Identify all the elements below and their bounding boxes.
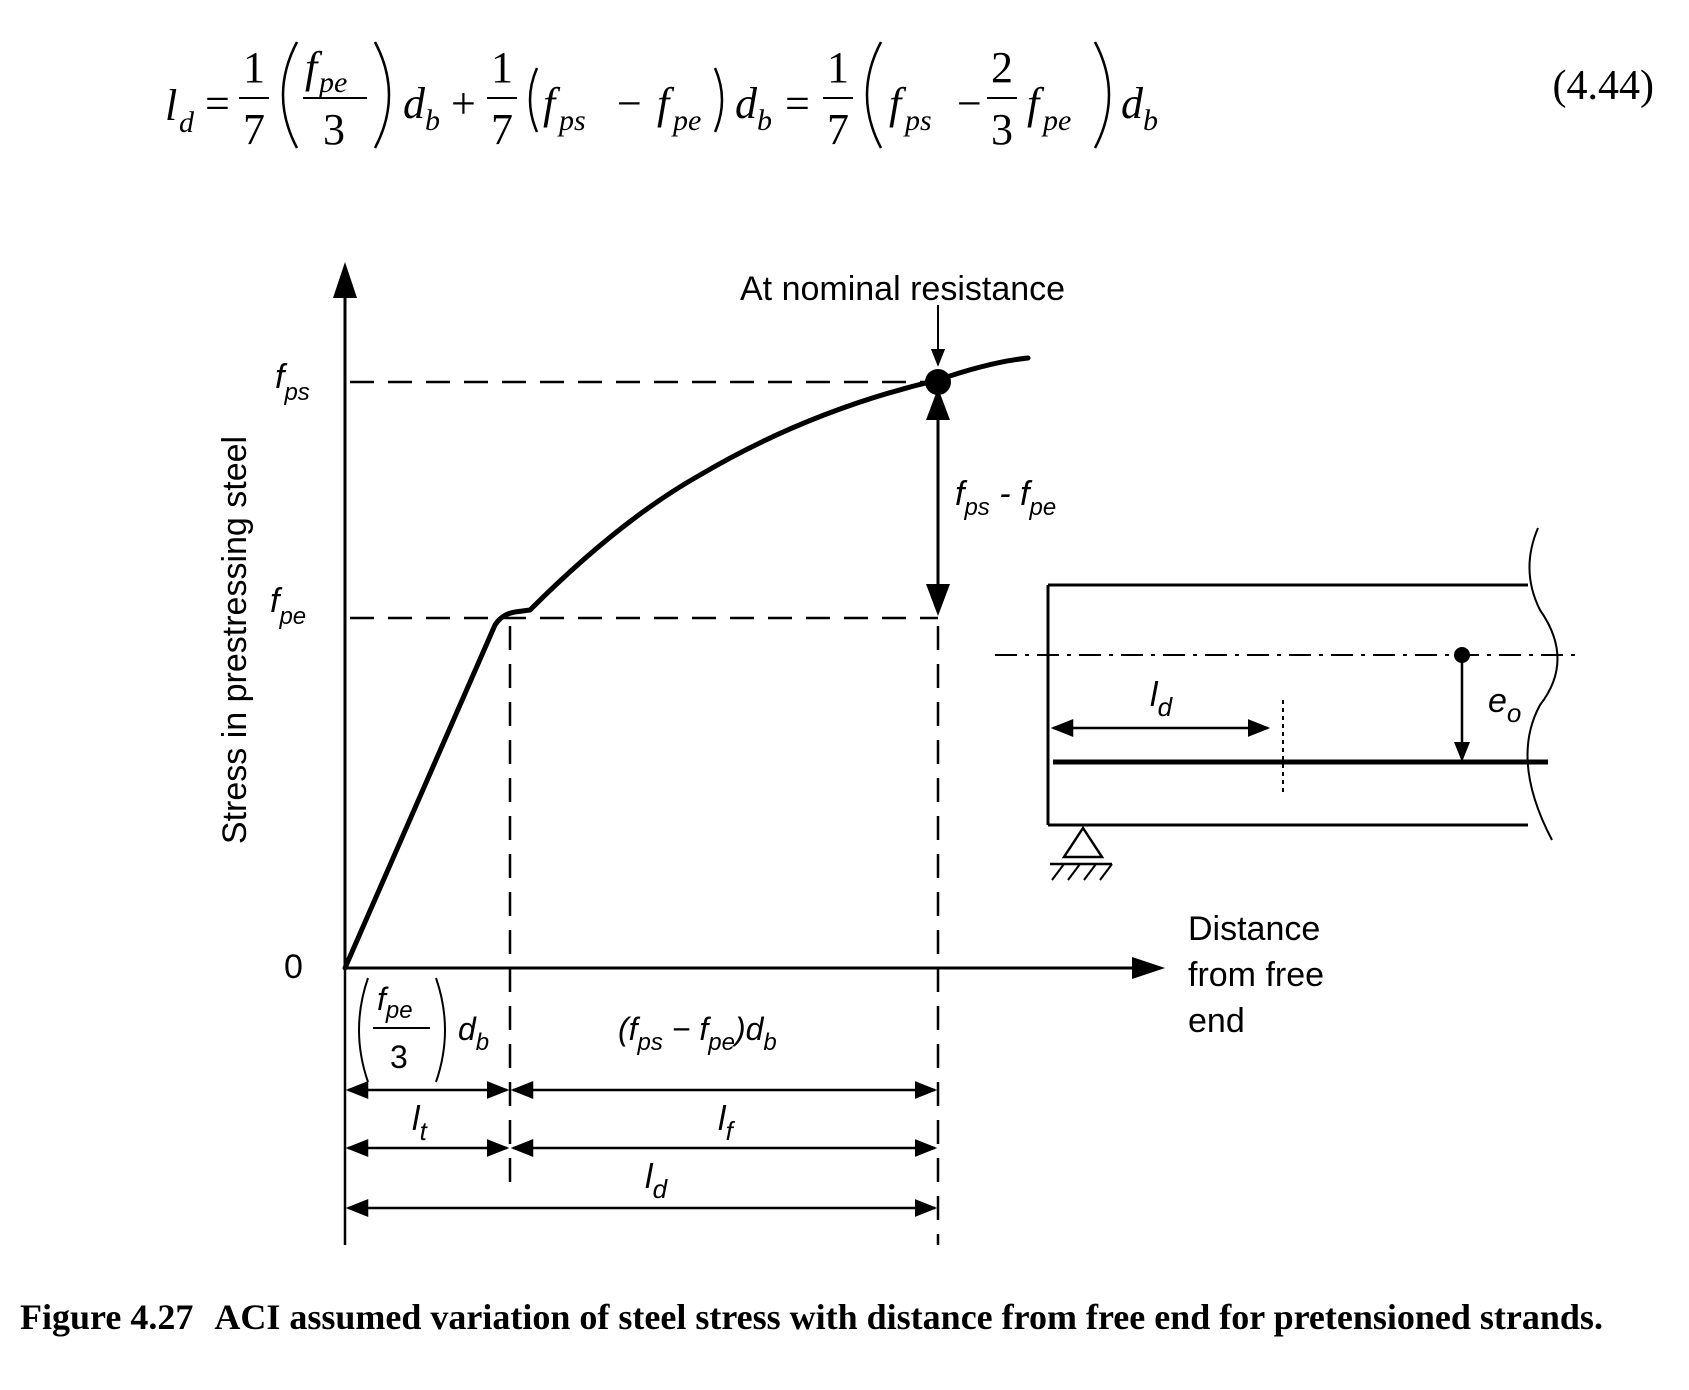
eq-lhs-sub: d xyxy=(179,106,195,139)
eq-db2-sub: b xyxy=(757,104,772,137)
nominal-resistance-point xyxy=(925,369,951,395)
eq-fps-sub: ps xyxy=(557,104,586,137)
figure-caption-number: Figure 4.27 xyxy=(20,1297,194,1337)
eq-fps3-sub: ps xyxy=(903,104,932,137)
stress-distance-figure: At nominal resistance fps - fpe fps fpe … xyxy=(216,262,1575,1245)
y-axis-label: Stress in prestressing steel xyxy=(216,436,254,844)
stress-curve xyxy=(342,355,1031,971)
eq-minus-1: − xyxy=(617,79,642,128)
eq-db3-sub: b xyxy=(1143,104,1158,137)
tick-label-fpe: fpe xyxy=(270,582,306,630)
eq-plus: + xyxy=(451,79,476,128)
y-axis xyxy=(333,262,357,968)
tick-label-zero: 0 xyxy=(284,948,303,986)
segment-expression-lt: fpe 3 db xyxy=(358,977,489,1083)
x-axis-label-line-3: end xyxy=(1188,1002,1245,1040)
eq-frac3-num: 1 xyxy=(827,43,849,92)
segment-expression-lf: (fps − fpe)db xyxy=(618,1011,777,1056)
x-axis xyxy=(345,957,1165,979)
x-axis-label-line-2: from free xyxy=(1188,956,1324,994)
y-axis-arrow-icon xyxy=(333,262,357,298)
pin-support-icon xyxy=(1050,825,1113,881)
dim-label-ld: ld xyxy=(645,1158,669,1204)
beam-inset: ld eo xyxy=(995,527,1575,881)
figure-caption-text: ACI assumed variation of steel stress wi… xyxy=(214,1297,1603,1337)
x-axis-label: Distance from free end xyxy=(1188,910,1324,1040)
beam-break-line xyxy=(1526,527,1559,841)
eccentricity-arrow-icon xyxy=(1454,742,1470,762)
svg-text:db: db xyxy=(458,1011,489,1056)
eq-fpe3-sub: pe xyxy=(1041,104,1071,137)
eq-frac4-num: 2 xyxy=(991,43,1013,92)
x-axis-label-line-1: Distance xyxy=(1188,910,1320,948)
eq-db3-d: d xyxy=(1121,79,1144,128)
inset-ld-label: ld xyxy=(1150,676,1174,722)
eq-frac1-num: 1 xyxy=(243,43,265,92)
eq-frac2-den: 7 xyxy=(491,105,513,154)
diff-arrow-down-icon xyxy=(926,584,950,616)
eq-equals-2: = xyxy=(785,79,810,128)
eq-frac4-den: 3 xyxy=(991,105,1013,154)
dim-label-lt: lt xyxy=(412,1100,429,1146)
eq-lhs: l xyxy=(165,81,177,130)
eq-frac2-num: 1 xyxy=(491,43,513,92)
annotation-nominal-resistance: At nominal resistance xyxy=(740,270,1065,308)
diff-arrow-up-icon xyxy=(926,388,950,420)
eq-minus-2: − xyxy=(957,79,982,128)
eq-fpe2-sub: pe xyxy=(671,104,701,137)
equation-number: (4.44) xyxy=(1552,63,1654,109)
figure-caption: Figure 4.27 ACI assumed variation of ste… xyxy=(20,1295,1670,1339)
eq-db1-sub: b xyxy=(425,104,440,137)
svg-text:3: 3 xyxy=(390,1039,408,1075)
equation-4-44: l d = 1 7 f pe 3 d b + 1 7 f ps − f pe d… xyxy=(165,41,1158,154)
eq-equals-1: = xyxy=(205,79,230,128)
eq-frac3-den: 7 xyxy=(827,105,849,154)
centroid-point xyxy=(1454,647,1470,663)
eq-db1-d: d xyxy=(403,79,426,128)
eq-frac-den-3: 3 xyxy=(323,105,345,154)
fps-minus-fpe-label: fps - fpe xyxy=(955,475,1056,521)
eq-db2-d: d xyxy=(735,79,758,128)
x-axis-arrow-icon xyxy=(1132,957,1165,979)
inset-eo-label: eo xyxy=(1488,682,1521,728)
eq-fpe-sub: pe xyxy=(317,66,347,99)
dim-label-lf: lf xyxy=(718,1100,736,1146)
tick-label-fps: fps xyxy=(275,358,310,406)
eq-frac1-den: 7 xyxy=(243,105,265,154)
svg-text:fpe: fpe xyxy=(377,981,413,1024)
